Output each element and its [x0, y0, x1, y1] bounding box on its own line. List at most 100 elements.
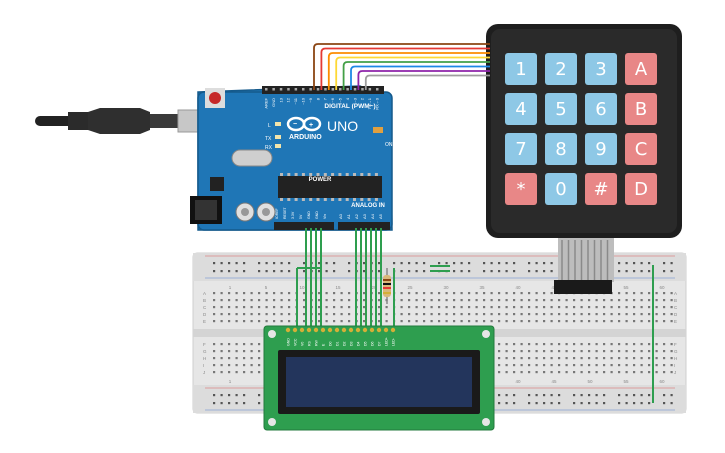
row-letter: E: [203, 319, 206, 324]
keypad-key[interactable]: 6: [585, 93, 617, 125]
lcd-pin-label: LED-: [392, 337, 396, 346]
digital-pin-label: 2: [360, 97, 365, 100]
lcd-pin-label: D2: [343, 341, 347, 346]
keypad-key[interactable]: B: [625, 93, 657, 125]
row-letter: J: [203, 370, 205, 375]
keypad-key[interactable]: 1: [505, 53, 537, 85]
digital-header[interactable]: [262, 86, 384, 94]
column-number: 20: [371, 285, 377, 290]
analog-pin-label: A1: [346, 213, 351, 219]
keypad-key-label: 5: [555, 99, 566, 120]
resistor[interactable]: [383, 268, 391, 304]
keypad-key[interactable]: 3: [585, 53, 617, 85]
digital-pin-label: TX→1: [367, 97, 372, 109]
row-letter: H: [203, 356, 206, 361]
row-letter: B: [203, 298, 206, 303]
lcd-pin-label: RW: [315, 340, 319, 346]
svg-text:+: +: [309, 122, 313, 129]
keypad-key-label: *: [517, 179, 526, 200]
row-letter: B: [674, 298, 677, 303]
keypad-key[interactable]: 0: [545, 173, 577, 205]
lcd-pin-label: D0: [329, 341, 333, 346]
lcd-pin-label: D6: [371, 341, 375, 346]
digital-pin-label: 8: [315, 97, 320, 100]
column-number: 60: [659, 379, 665, 384]
keypad-wires: [313, 43, 490, 90]
keypad-key[interactable]: 4: [505, 93, 537, 125]
keypad-key-label: 9: [595, 139, 606, 160]
lcd-pin-label: LED+: [385, 337, 389, 346]
analog-pin-label: A3: [362, 213, 367, 219]
keypad-key-label: B: [635, 99, 647, 120]
column-number: 15: [335, 285, 341, 290]
keypad-key[interactable]: 7: [505, 133, 537, 165]
lcd-pin-label: D4: [357, 341, 361, 346]
power-pin-label: Vin: [323, 214, 327, 219]
tx-led-label: TX: [265, 136, 272, 142]
lcd-pin-label: D7: [378, 341, 382, 346]
row-letter: F: [203, 342, 206, 347]
power-pin-label: IOREF: [275, 208, 279, 219]
column-number: 1: [229, 285, 232, 290]
lcd-pin-label: VCC: [294, 338, 298, 346]
row-letter: H: [674, 356, 677, 361]
reset-button[interactable]: [205, 88, 225, 108]
arduino-model: UNO: [327, 118, 358, 134]
digital-pin-label: 4: [345, 97, 350, 100]
keypad-key-label: #: [593, 179, 608, 200]
usb-cable[interactable]: [35, 108, 211, 134]
keypad-key[interactable]: *: [505, 173, 537, 205]
row-letter: D: [674, 312, 678, 317]
keypad-ribbon-connector[interactable]: [554, 238, 614, 294]
keypad-key-label: 3: [595, 59, 606, 80]
keypad-key-label: D: [634, 179, 648, 200]
column-number: 45: [551, 379, 557, 384]
power-header[interactable]: [274, 222, 334, 230]
digital-pin-label: 13: [278, 97, 283, 102]
analog-header[interactable]: [338, 222, 390, 230]
keypad-key[interactable]: A: [625, 53, 657, 85]
analog-label: ANALOG IN: [351, 203, 385, 209]
column-number: 55: [623, 285, 629, 290]
arduino-brand: ARDUINO: [289, 134, 322, 141]
keypad-key[interactable]: 8: [545, 133, 577, 165]
column-number: 30: [443, 285, 449, 290]
power-pin-label: GND: [307, 211, 311, 219]
digital-label: DIGITAL (PWM~): [324, 103, 375, 110]
l-led-label: L: [268, 123, 271, 129]
svg-text:−: −: [293, 121, 297, 128]
keypad-key[interactable]: 5: [545, 93, 577, 125]
lcd-pin-label: E: [322, 343, 326, 346]
digital-pin-label: ~5: [338, 97, 343, 102]
power-jack[interactable]: [190, 196, 222, 224]
keypad-key[interactable]: #: [585, 173, 617, 205]
row-letter: F: [674, 342, 677, 347]
analog-pin-label: A5: [378, 213, 383, 219]
keypad-key[interactable]: 9: [585, 133, 617, 165]
keypad-key-label: 4: [515, 99, 526, 120]
rx-led-label: RX: [265, 145, 273, 151]
row-letter: C: [674, 305, 678, 310]
keypad-key-label: C: [635, 139, 648, 160]
row-letter: E: [674, 319, 677, 324]
keypad-key-label: 2: [555, 59, 566, 80]
row-letter: I: [674, 363, 675, 368]
analog-pin-label: A4: [370, 213, 375, 219]
keypad-key[interactable]: C: [625, 133, 657, 165]
lcd-pin-label: D1: [336, 341, 340, 346]
power-pin-label: GND: [315, 211, 319, 219]
capacitor-2: [256, 202, 276, 222]
keypad-key[interactable]: 2: [545, 53, 577, 85]
power-pin-label: RESET: [283, 206, 287, 219]
column-number: 1: [229, 379, 232, 384]
keypad-key-label: 1: [515, 59, 526, 80]
keypad-key[interactable]: D: [625, 173, 657, 205]
column-number: 35: [479, 285, 485, 290]
column-number: 25: [407, 285, 413, 290]
row-letter: G: [203, 349, 207, 354]
digital-pin-label: 7: [323, 97, 328, 100]
